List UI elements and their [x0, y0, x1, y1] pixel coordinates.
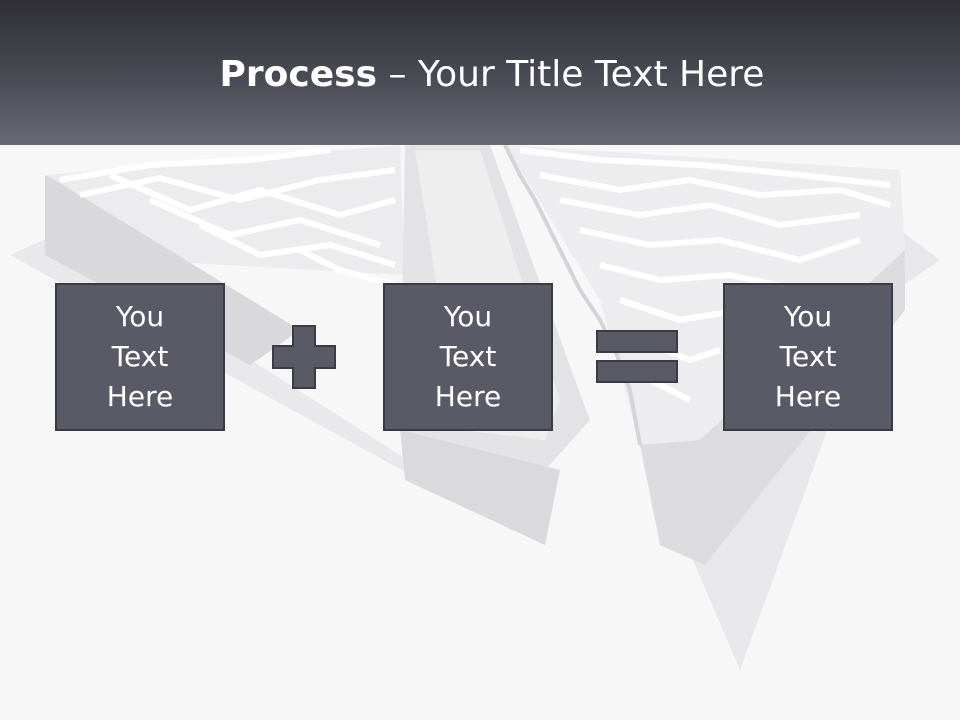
- slide-title: Process – Your Title Text Here: [0, 52, 960, 98]
- title-bold: Process: [219, 54, 378, 95]
- process-box-1-label: You Text Here: [106, 300, 174, 413]
- title-bar: Process – Your Title Text Here: [0, 0, 960, 145]
- maze-background-image: [10, 145, 940, 670]
- process-box-2: You Text Here: [383, 283, 553, 431]
- process-box-1: You Text Here: [55, 283, 225, 431]
- equals-icon: [596, 330, 678, 383]
- process-box-3: You Text Here: [723, 283, 893, 431]
- process-box-2-label: You Text Here: [434, 300, 502, 413]
- plus-icon: [272, 325, 336, 389]
- title-rest: – Your Title Text Here: [377, 54, 765, 95]
- process-box-3-label: You Text Here: [774, 300, 842, 413]
